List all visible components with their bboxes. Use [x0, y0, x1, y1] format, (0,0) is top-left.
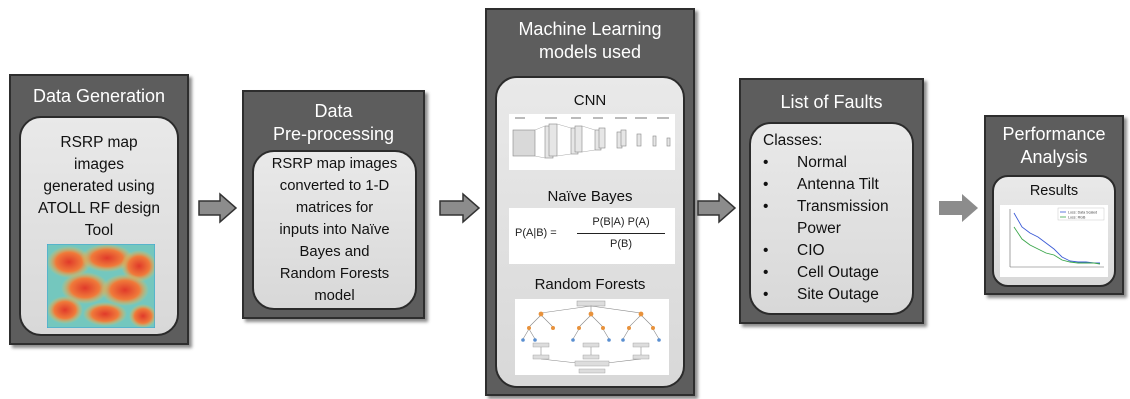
title-line: Performance — [1002, 124, 1106, 144]
stage-title: List of Faults — [780, 92, 883, 112]
fault-name: Site Outage — [797, 286, 879, 303]
fraction-bar — [577, 233, 665, 234]
text-line: Tool — [84, 222, 114, 239]
bullet: • — [763, 264, 769, 281]
text-line: images — [74, 156, 124, 173]
bullet: • — [763, 286, 769, 303]
stage-body: RSRP map images converted to 1-D matrice… — [252, 150, 417, 310]
fault-name: Cell Outage — [797, 264, 879, 281]
text-line: model — [314, 288, 355, 304]
stage-body: CNN — [495, 76, 685, 388]
right-arrow-icon — [439, 192, 481, 224]
stage-title: Performance Analysis — [986, 123, 1122, 169]
stage-preprocessing: Data Pre-processing RSRP map images conv… — [242, 90, 425, 319]
stage-data-generation: Data Generation RSRP map images generate… — [9, 74, 189, 345]
stage-ml-models: Machine Learning models used CNN — [485, 8, 695, 396]
text-line: generated using — [43, 178, 155, 195]
stage-description: RSRP map images converted to 1-D matrice… — [258, 153, 411, 307]
results-chart-image: Loss: Data Scaled Loss: RGB — [1000, 205, 1108, 277]
bullet: • — [763, 154, 769, 171]
bullet: • — [763, 176, 769, 193]
title-line: Machine Learning — [518, 19, 662, 39]
results-label: Results — [1029, 183, 1079, 199]
list-item: • Site Outage — [763, 284, 889, 306]
text-line: RSRP map — [60, 134, 138, 151]
stage-performance-analysis: Performance Analysis Results Loss: Data … — [984, 115, 1124, 295]
stage-list-of-faults: List of Faults Classes: • Normal • Antenna… — [739, 78, 924, 324]
legend-entry: Loss: RGB — [1068, 216, 1086, 220]
stage-title: Machine Learning models used — [487, 18, 693, 64]
stage-title: Data Generation — [32, 86, 166, 106]
bayes-formula: P(A|B) = P(B|A) P(A) P(B) — [509, 208, 675, 264]
right-arrow-icon — [697, 192, 737, 224]
model-label-random-forests: Random Forests — [534, 276, 646, 293]
stage-body: Results Loss: Data Scaled Loss: RGB — [992, 175, 1116, 287]
text-line: inputs into Naïve — [279, 222, 390, 238]
text-line: Random Forests — [279, 266, 390, 282]
fault-list: Classes: • Normal • Antenna Tilt • Transmis… — [763, 130, 889, 306]
stage-body: Classes: • Normal • Antenna Tilt • Transmis… — [749, 122, 914, 315]
model-label-cnn: CNN — [573, 92, 607, 109]
formula-numerator: P(B|A) P(A) — [592, 216, 650, 228]
bullet: • — [763, 198, 769, 215]
stage-title: Data Pre-processing — [244, 100, 423, 146]
random-forest-image — [515, 299, 669, 375]
right-arrow-icon — [939, 194, 978, 222]
title-line: Data — [314, 101, 353, 121]
cnn-architecture-image — [509, 114, 675, 170]
list-item: • Antenna Tilt — [763, 174, 889, 196]
stage-body: RSRP map images generated using ATOLL RF… — [19, 116, 179, 336]
text-line: RSRP map images — [271, 156, 398, 172]
model-label-naive-bayes: Naïve Bayes — [547, 188, 633, 205]
bullet: • — [763, 242, 769, 259]
list-item: • Cell Outage — [763, 262, 889, 284]
legend-entry: Loss: Data Scaled — [1068, 211, 1097, 215]
text-line: ATOLL RF design — [37, 200, 161, 217]
fault-name: Transmission — [797, 198, 889, 215]
fault-name: CIO — [797, 242, 825, 259]
text-line: matrices for — [295, 200, 374, 216]
title-line: Analysis — [1020, 147, 1088, 167]
classes-label: Classes: — [763, 132, 823, 149]
right-arrow-icon — [198, 192, 238, 224]
text-line: converted to 1-D — [279, 178, 390, 194]
formula-denominator: P(B) — [610, 238, 632, 250]
formula-lhs: P(A|B) = — [515, 227, 557, 239]
list-item: • Normal — [763, 152, 889, 174]
stage-description: RSRP map images generated using ATOLL RF… — [25, 132, 173, 242]
text-line: Bayes and — [299, 244, 370, 260]
title-line: Pre-processing — [272, 124, 395, 144]
list-item: • Transmission — [763, 196, 889, 218]
list-item: • CIO — [763, 240, 889, 262]
fault-name: Antenna Tilt — [797, 176, 879, 193]
rsrp-heatmap-image — [47, 244, 155, 328]
fault-name: Normal — [797, 154, 847, 171]
title-line: models used — [538, 42, 642, 62]
fault-name-continuation: Power — [797, 220, 841, 237]
